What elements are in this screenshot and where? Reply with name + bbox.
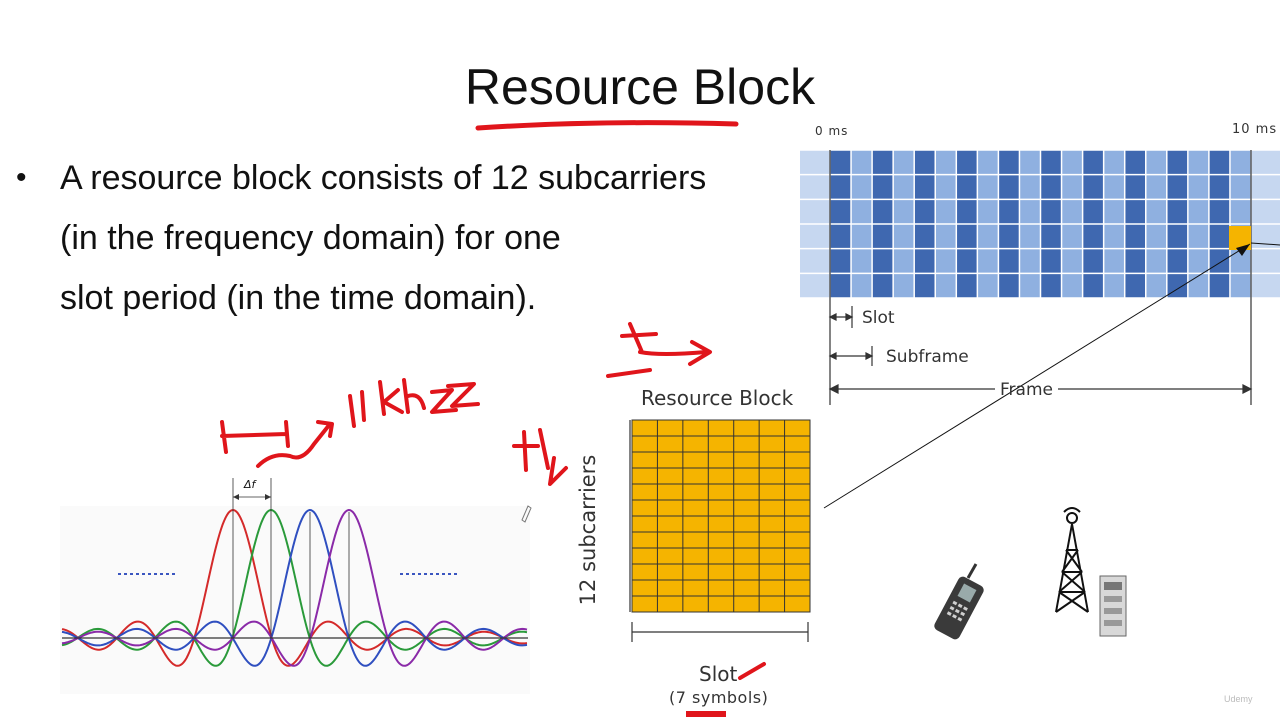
bullet-text: A resource block consists of 12 subcarri… [60,148,706,328]
peak-markers [232,478,350,638]
page-title: Resource Block [464,59,816,115]
subcarrier-curve [61,508,528,667]
bullet-dot: • [16,161,27,194]
highlight-cell [1229,226,1251,250]
cell-phone-icon [934,563,984,640]
slot-label: Slot [862,308,895,328]
subcarrier-curve [61,508,528,667]
subframe-label: Subframe [886,347,969,367]
resource-block-title: Resource Block [641,386,794,410]
subcarrier-curve [61,508,528,667]
frame-timeline [828,150,1253,405]
frame-end-label: 10 ms [1232,122,1278,137]
bullet-line: A resource block consists of 12 subcarri… [60,159,707,197]
frame-label: Frame [1000,380,1053,400]
zoom-arrowhead [1236,244,1250,256]
base-station-icon [1099,575,1127,637]
resource-block-grid [631,419,811,613]
handwritten-annotations [220,322,766,680]
bullet-line: slot period (in the time domain). [60,279,537,317]
cell-tower-icon [1055,507,1089,613]
bullet-line: (in the frequency domain) for one [60,219,561,257]
subcarrier-curve [61,508,528,667]
title-underline [475,120,739,131]
subcarriers-label: 12 subcarriers [576,454,600,606]
subcarrier-plot [61,508,528,667]
zoom-line [823,243,1251,509]
frame-start-label: 0 ms [815,124,849,138]
symbols-label: (7 symbols) [669,688,769,707]
frame-grid [800,149,1280,299]
watermark: Udemy [1224,694,1253,704]
pen-cursor-icon [521,505,532,523]
rb-slot-label: Slot [699,662,738,686]
delta-f-label: Δf [244,478,256,491]
